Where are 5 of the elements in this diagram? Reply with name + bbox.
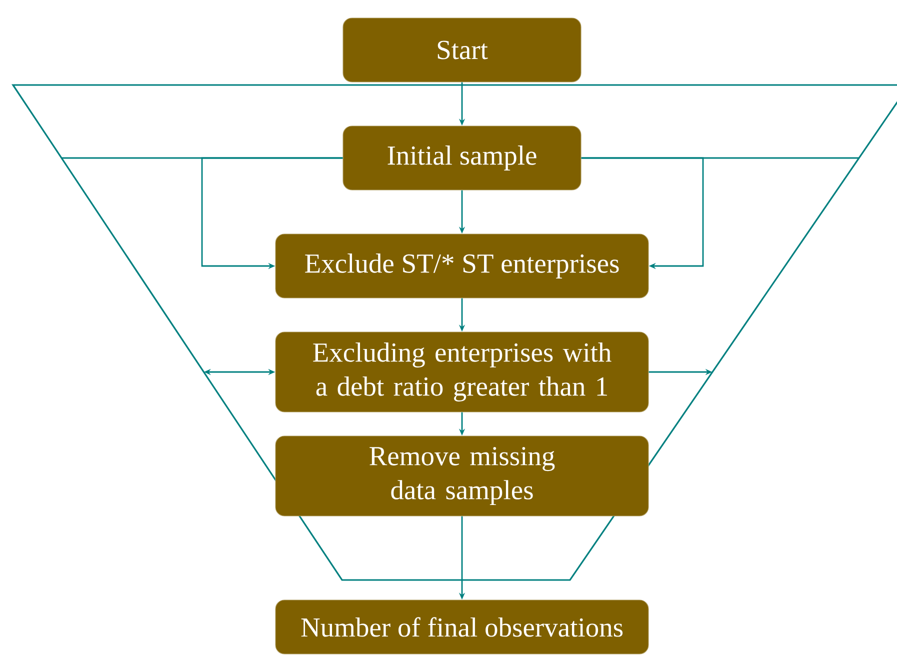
process-box: Exclude ST/* ST enterprises	[275, 234, 649, 298]
process-box: Number of final observations	[275, 600, 649, 654]
process-box: Excluding enterprises with a debt ratio greater than 1	[275, 332, 649, 412]
process-box: Initial sample	[342, 126, 582, 190]
process-box: Start	[342, 18, 582, 82]
